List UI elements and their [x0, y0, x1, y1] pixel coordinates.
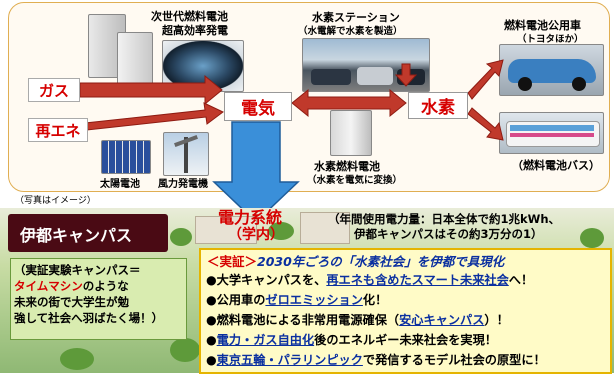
station-to-hydrogen-arrow [394, 63, 418, 87]
hydrogen-node-label: 水素 [421, 98, 455, 118]
demo-note-line-2-rest: のような [82, 279, 129, 293]
photo-note: （写真はイメージ） [15, 196, 96, 206]
renewable-to-electricity-arrow [84, 102, 224, 131]
hydrogen-fuel-cell-title: 水素燃料電池 [314, 160, 380, 173]
fuel-cell-title: 次世代燃料電池 [151, 10, 228, 23]
bullet-4-prefix: ● [206, 333, 217, 347]
hydrogen-node: 水素 [408, 92, 468, 119]
demo-campus-note [10, 258, 187, 340]
bullet-3-highlight: 安心キャンパス [399, 313, 485, 327]
proof-bullet-1: ●大学キャンパスを、再エネも含めたスマート未来社会へ！ [206, 270, 533, 288]
fuel-cell-bus-label: （燃料電池バス） [512, 159, 600, 172]
proof-bullet-5: ●東京五輪・パラリンピックで発信するモデル社会の原型に！ [206, 350, 546, 368]
fuel-cell-vehicle-subtitle: （トヨタほか） [517, 34, 584, 45]
proof-bullet-4: ●電力・ガス自由化後のエネルギー未来社会を実現！ [206, 330, 497, 348]
fuel-cell-bus-photo [499, 112, 604, 154]
solar-panel-photo [101, 140, 151, 174]
electricity-hydrogen-arrow [291, 88, 407, 118]
proof-header: ＜実証＞2030年ごろの「水素社会」を伊都で具現化 [207, 251, 504, 270]
hydrogen-fuel-cell-photo [330, 110, 372, 156]
bullet-4-suffix: 後のエネルギー未来社会を実現！ [314, 333, 497, 347]
bullet-3-suffix: ）！ [484, 313, 509, 327]
fuel-cell-subtitle: 超高効率発電 [162, 24, 228, 37]
hydrogen-to-bus-arrow [467, 107, 504, 141]
hydrogen-station-title: 水素ステーション [312, 11, 400, 24]
hydrogen-fuel-cell-subtitle: （水素を電気に変換） [307, 175, 403, 186]
bullet-1-prefix: ●大学キャンパスを、 [206, 273, 327, 287]
demo-note-line-1: （実証実験キャンパス＝ [14, 263, 141, 277]
grid-title: 電力系統 [218, 208, 283, 227]
proof-header-text: 2030年ごろの「水素社会」を伊都で具現化 [257, 254, 505, 269]
fuel-cell-vehicle-title: 燃料電池公用車 [504, 19, 581, 32]
grid-subtitle: （学内） [228, 227, 284, 243]
campus-sign-label: 伊都キャンパス [20, 226, 133, 245]
bullet-4-highlight: 電力・ガス自由化 [216, 333, 315, 347]
proof-bullet-2: ●公用車のゼロエミッション化！ [206, 290, 387, 308]
renewable-node-label: 再エネ [35, 121, 81, 140]
electricity-node: 電気 [224, 92, 292, 121]
wind-turbine-photo [163, 132, 209, 176]
time-machine-text: タイムマシン [14, 279, 83, 293]
demo-note-line-4: 強して社会へ羽ばたく場！） [14, 311, 164, 325]
bullet-2-prefix: ●公用車の [206, 293, 266, 307]
hydrogen-to-car-arrow [467, 59, 504, 100]
demo-note-line-2: タイムマシンのような [14, 278, 129, 294]
bullet-5-suffix: で発信するモデル社会の原型に！ [362, 353, 546, 367]
gas-to-electricity-arrow [79, 74, 223, 106]
renewable-node: 再エネ [28, 118, 88, 142]
proof-box [199, 248, 612, 374]
proof-bullet-3: ●燃料電池による非常用電源確保（安心キャンパス）！ [206, 310, 509, 328]
bullet-1-suffix: へ！ [508, 273, 534, 287]
proof-tag: ＜実証＞ [207, 254, 258, 269]
bullet-1-highlight: 再エネも含めたスマート未来社会 [326, 273, 509, 287]
wind-label: 風力発電機 [158, 179, 208, 190]
hydrogen-station-subtitle: （水電解で水素を製造） [298, 26, 403, 37]
bullet-5-highlight: 東京五輪・パラリンピック [216, 353, 363, 367]
annual-usage-line-2: 伊都キャンパスはその約3万分の1） [354, 227, 543, 241]
bullet-2-suffix: 化！ [362, 293, 388, 307]
solar-label: 太陽電池 [100, 179, 140, 190]
electricity-to-grid-arrow [212, 121, 300, 224]
demo-note-line-3: 未来の街で大学生が勉 [14, 295, 129, 309]
gas-node-label: ガス [38, 81, 69, 100]
bullet-3-prefix: ●燃料電池による非常用電源確保（ [206, 313, 400, 327]
campus-sign: 伊都キャンパス [8, 214, 168, 252]
bullet-2-highlight: ゼロエミッション [265, 293, 363, 307]
bullet-5-prefix: ● [206, 353, 217, 367]
annual-usage-line-1: （年間使用電力量：日本全体で約1兆kWh、 [328, 212, 561, 226]
electricity-node-label: 電気 [241, 99, 275, 119]
gas-node: ガス [28, 78, 80, 102]
fuel-cell-car-photo [499, 44, 604, 96]
